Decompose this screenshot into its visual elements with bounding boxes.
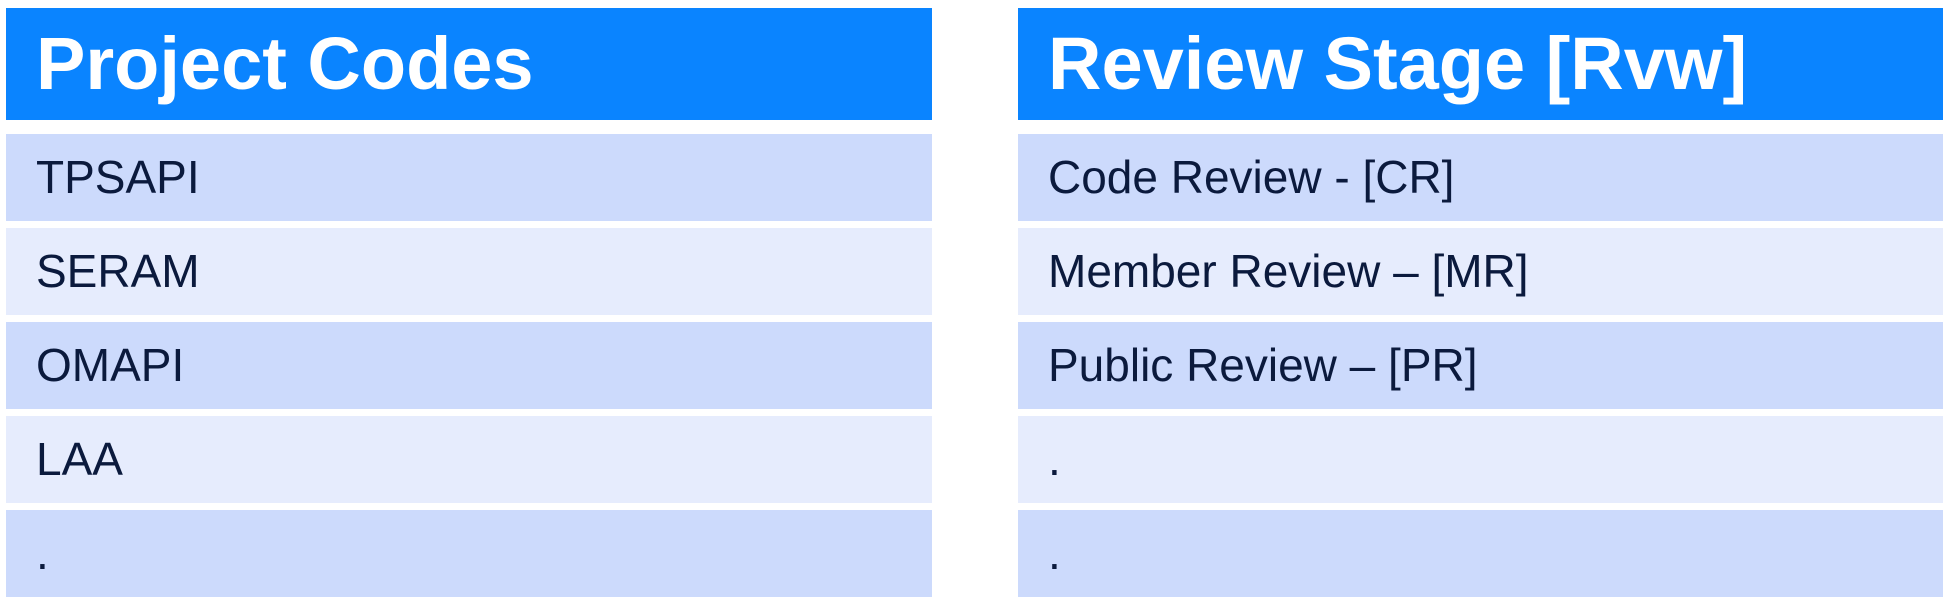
project-codes-table: Project Codes TPSAPI SERAM OMAPI LAA . bbox=[6, 8, 932, 597]
review-stage-row: . bbox=[1018, 416, 1943, 503]
review-stage-row: Member Review – [MR] bbox=[1018, 228, 1943, 315]
project-code-row: . bbox=[6, 510, 932, 597]
review-stage-row: Public Review – [PR] bbox=[1018, 322, 1943, 409]
review-stage-row: Code Review - [CR] bbox=[1018, 134, 1943, 221]
project-code-row: SERAM bbox=[6, 228, 932, 315]
project-codes-header: Project Codes bbox=[6, 8, 932, 120]
review-stage-table: Review Stage [Rvw] Code Review - [CR] Me… bbox=[1018, 8, 1943, 597]
review-stage-header: Review Stage [Rvw] bbox=[1018, 8, 1943, 120]
project-code-row: TPSAPI bbox=[6, 134, 932, 221]
project-code-row: OMAPI bbox=[6, 322, 932, 409]
project-code-row: LAA bbox=[6, 416, 932, 503]
review-stage-row: . bbox=[1018, 510, 1943, 597]
